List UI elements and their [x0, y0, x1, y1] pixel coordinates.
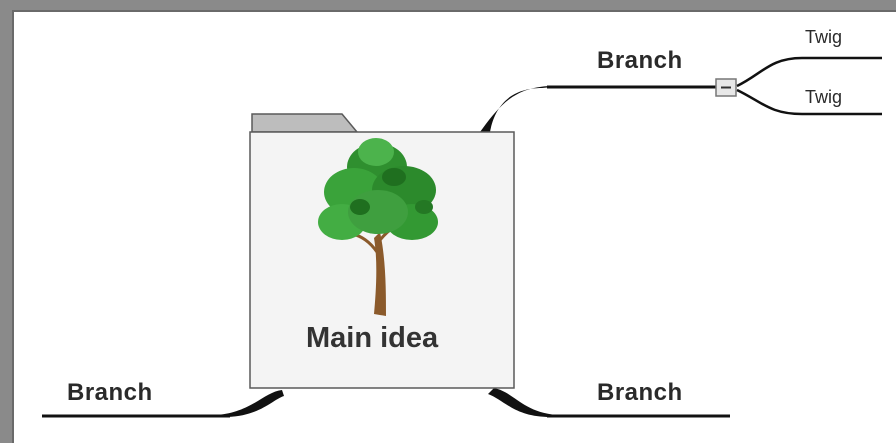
branch-bottom-left-connector [217, 390, 284, 417]
twig-top-label[interactable]: Twig [805, 27, 843, 47]
branch-bottom-left-label[interactable]: Branch [67, 379, 153, 406]
twig-bottom-connector [736, 88, 882, 116]
collapse-toggle[interactable] [715, 78, 737, 97]
branch-top-right-connector [480, 85, 562, 132]
central-topic-label: Main idea [306, 322, 439, 354]
branch-top-right-label[interactable]: Branch [597, 47, 683, 74]
branch-bottom-right-connector [488, 388, 557, 417]
mindmap-canvas: Main idea Branch Twig Twig Branch Branch [12, 10, 896, 443]
tree-icon [318, 138, 438, 316]
twig-top-connector [736, 56, 882, 88]
twig-bottom-label[interactable]: Twig [805, 87, 843, 107]
mindmap-diagram [42, 56, 882, 418]
branch-bottom-right-label[interactable]: Branch [597, 379, 683, 406]
